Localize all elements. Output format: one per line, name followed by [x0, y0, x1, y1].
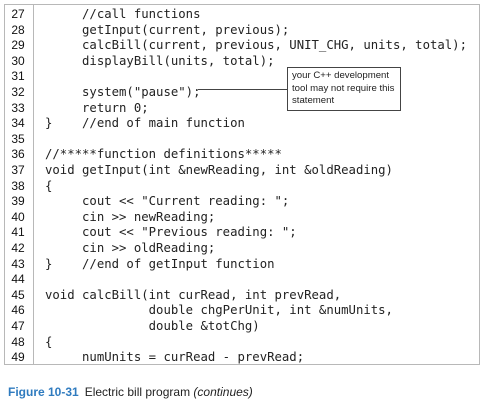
- figure-continues: (continues): [193, 385, 253, 399]
- figure-title: Electric bill program: [84, 385, 191, 399]
- code-listing: [4, 4, 480, 365]
- code-text: cout << "Current reading: ";: [45, 194, 290, 209]
- line-number: 40: [11, 209, 25, 224]
- line-number: 28: [11, 22, 25, 37]
- line-number: 43: [11, 256, 25, 271]
- code-text: void calcBill(int curRead, int prevRead,: [45, 287, 342, 302]
- line-number: 36: [11, 147, 25, 162]
- line-number: 39: [11, 194, 25, 209]
- line-number: 49: [11, 350, 25, 365]
- code-text: cout << "Previous reading: ";: [45, 225, 297, 240]
- line-number: 44: [11, 272, 25, 287]
- code-text: getInput(current, previous);: [45, 22, 290, 37]
- figure-label: Figure 10-31: [8, 385, 79, 399]
- line-number: 30: [11, 53, 25, 68]
- line-number: 27: [11, 7, 25, 21]
- code-text: {: [45, 178, 53, 193]
- code-text: displayBill(units, total);: [45, 53, 275, 68]
- code-text: return 0;: [45, 100, 149, 115]
- code-text: } //end of main function: [45, 116, 245, 131]
- line-number: 45: [11, 287, 25, 302]
- line-number: 37: [11, 163, 25, 177]
- code-text: cin >> newReading;: [45, 209, 216, 224]
- line-number: 32: [11, 85, 25, 99]
- callout-leader-line: [198, 89, 287, 90]
- code-text: void getInput(int &newReading, int &oldR…: [45, 163, 393, 177]
- line-number: 31: [11, 69, 25, 84]
- code-text: //*****function definitions*****: [45, 147, 282, 162]
- line-number: 38: [11, 178, 25, 193]
- line-number: 33: [11, 100, 25, 115]
- code-text: double chgPerUnit, int &numUnits,: [45, 303, 393, 318]
- line-number: 47: [11, 319, 25, 333]
- code-text: } //end of getInput function: [45, 256, 275, 271]
- line-number: 41: [11, 225, 25, 240]
- code-text: {: [45, 334, 53, 349]
- line-number: 34: [11, 116, 25, 131]
- figure-caption: Figure 10-31 Electric bill program (conti…: [8, 384, 253, 400]
- code-text: //call functions: [45, 7, 201, 21]
- line-number: 35: [11, 131, 25, 146]
- line-number: 42: [11, 241, 25, 255]
- line-number: 48: [11, 334, 25, 349]
- code-text: calcBill(current, previous, UNIT_CHG, un…: [45, 38, 467, 53]
- code-text: numUnits = curRead - prevRead;: [45, 350, 305, 365]
- callout-note: your C++ development tool may not requir…: [287, 67, 401, 111]
- line-number: 29: [11, 38, 25, 53]
- line-number: 46: [11, 303, 25, 318]
- code-text: system("pause");: [45, 85, 201, 99]
- line-number-gutter: [4, 4, 34, 365]
- code-text: double &totChg): [45, 319, 260, 333]
- code-text: cin >> oldReading;: [45, 241, 216, 255]
